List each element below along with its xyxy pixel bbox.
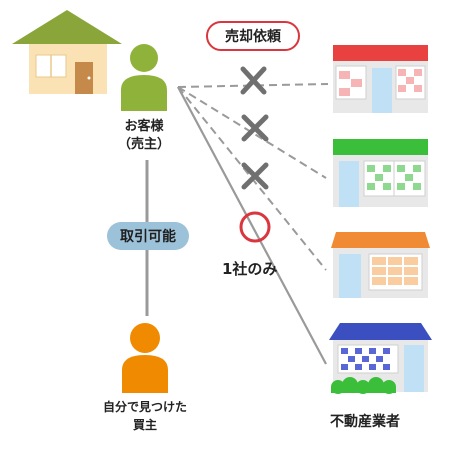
line-agent-4 — [177, 86, 327, 365]
line-agent-2 — [177, 86, 327, 179]
cross-icon — [241, 162, 269, 190]
circle-ok-icon — [239, 211, 271, 243]
agent-4-building-icon — [329, 323, 432, 394]
cross-icon — [240, 66, 267, 95]
buyer-line1-label: 自分で見つけた — [102, 400, 187, 414]
agents-label: 不動産業者 — [330, 414, 400, 430]
trade-possible-badge: 取引可能 — [107, 222, 189, 250]
agent-3-building-icon — [331, 232, 430, 298]
customer-role-label: （売主） — [117, 137, 170, 152]
only-one-label: 1社のみ — [222, 260, 278, 278]
cross-icon — [241, 114, 269, 142]
agent-1-building-icon — [333, 45, 428, 113]
customer-person-icon — [121, 44, 167, 111]
agent-2-building-icon — [333, 139, 428, 207]
buyer-line2-label: 買主 — [132, 418, 157, 432]
house-icon — [12, 10, 122, 94]
buyer-person-icon — [122, 323, 168, 393]
customer-name-label: お客様 — [124, 119, 164, 134]
sale-request-badge: 売却依頼 — [206, 21, 300, 51]
